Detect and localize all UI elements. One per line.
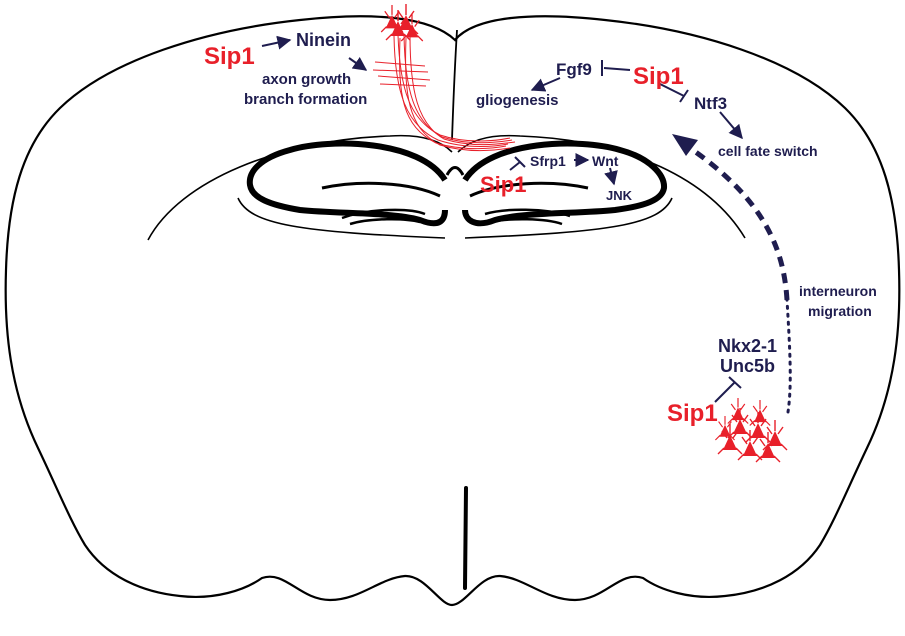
arrow-wnt-jnk [610, 168, 614, 184]
migration-path-dots [787, 300, 790, 412]
interneuron-label: interneuron [799, 283, 877, 299]
nkx2-1-label: Nkx2-1 [718, 336, 777, 356]
migration-path-dashes [690, 148, 787, 300]
interneuron-cluster-icon [715, 398, 787, 462]
hippocampus-inner-left [322, 183, 440, 196]
inhibit-sip1-sfrp1 [510, 162, 520, 170]
inhibit-sip1-fgf9 [604, 68, 630, 70]
arrow-sip1-ninein [262, 40, 290, 46]
axon-growth-label: axon growth [262, 71, 351, 88]
sip1-hippocampus-label: Sip1 [480, 172, 526, 197]
sip1-mge-label: Sip1 [667, 400, 718, 427]
wnt-label: Wnt [592, 153, 619, 169]
midline-notch [447, 168, 463, 176]
ntf3-label: Ntf3 [694, 94, 727, 113]
migration-label: migration [808, 303, 872, 319]
sfrp1-label: Sfrp1 [530, 153, 566, 169]
ninein-label: Ninein [296, 30, 351, 50]
unc5b-label: Unc5b [720, 356, 775, 376]
jnk-label: JNK [606, 188, 633, 203]
fgf9-label: Fgf9 [556, 60, 592, 79]
cell-fate-switch-label: cell fate switch [718, 143, 818, 159]
inhibit-bar-ntf3 [680, 90, 688, 102]
arrow-fgf9-glio [532, 78, 560, 90]
ventral-midline [465, 488, 466, 588]
sip1-cortex-label: Sip1 [204, 43, 255, 70]
arrow-ninein-axon [349, 58, 366, 70]
gliogenesis-label: gliogenesis [476, 92, 559, 109]
arrow-ntf3-fate [720, 112, 742, 138]
sip1-glia-label: Sip1 [633, 63, 684, 90]
inhibit-sip1-unc5b [715, 382, 735, 402]
branch-formation-label: branch formation [244, 91, 367, 108]
midline-fissure [452, 30, 457, 140]
migration-arrowhead [672, 134, 698, 156]
